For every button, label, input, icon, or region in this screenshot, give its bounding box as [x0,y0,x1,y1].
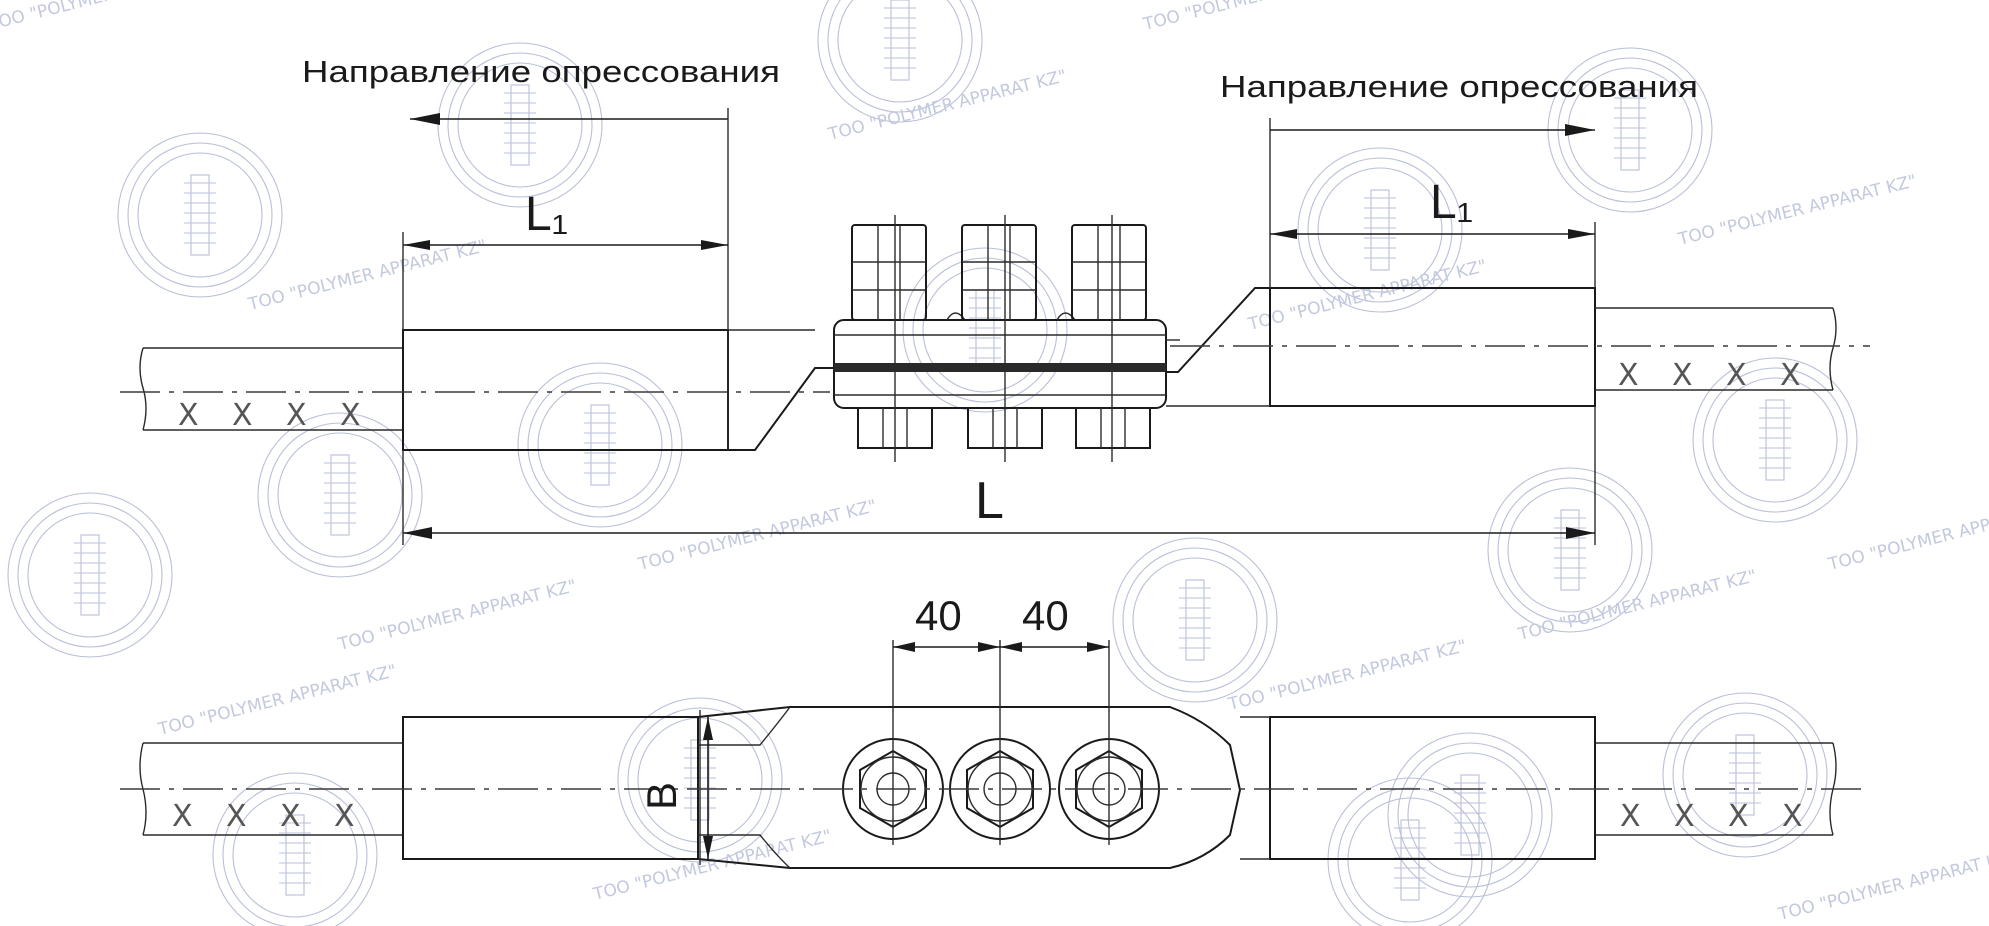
clamp-body-plan [697,706,1242,869]
insulator-seal-icon [1487,467,1653,633]
watermark-text: TOO "POLYMER APPARAT KZ" [1775,846,1989,925]
plan-right-sleeve [1269,716,1596,860]
spacing-label-1: 40 [915,592,962,639]
watermark-text: TOO "POLYMER APPARAT KZ" [1140,0,1383,35]
insulator-seal-icon [1692,357,1858,523]
wire-mark: X [1782,799,1803,834]
insulator-seal-icon [117,132,283,298]
direction-arrow-left-icon [410,113,440,125]
left-sleeve [402,329,835,451]
right-sleeve [1166,287,1596,407]
wire-mark: X [1618,358,1639,393]
insulator-seal-icon [1547,47,1713,213]
plan-view [120,640,1870,869]
wire-mark: X [1620,799,1641,834]
direction-arrow-right-icon [1565,124,1595,136]
insulator-seal-icon [7,492,173,658]
wire-mark: X [340,398,361,433]
insulator-seal-icon [212,772,378,926]
wire-mark: X [232,398,253,433]
watermark-text: TOO "POLYMER APPARAT KZ" [1825,496,1989,575]
direction-label-left: Направление опрессования [302,54,780,89]
dimensions-side [402,108,1596,545]
insulator-seal-icon [257,412,423,578]
spacing-label-2: 40 [1022,592,1069,639]
watermark-text: TOO "POLYMER APPARAT KZ" [245,236,488,315]
insulator-seal-icon [902,247,1068,413]
left-wire [139,347,403,431]
wire-mark: X [334,799,355,834]
wire-mark: X [1728,799,1749,834]
wire-mark: X [1672,358,1693,393]
wire-mark: X [226,799,247,834]
insulator-seal-icon [437,42,603,208]
wire-mark: X [1674,799,1695,834]
right-wire [1595,307,1837,391]
insulator-seal-icon [1112,537,1278,703]
wire-mark: X [178,398,199,433]
wire-cross-marks: X X X X X X X X X X X X X X X X [172,358,1803,834]
wire-mark: X [280,799,301,834]
bolt-axes-side [894,215,1113,462]
width-label: B [638,782,685,810]
insulator-seal-icon [1387,732,1553,898]
clamp-body-side [833,312,1167,409]
l1-label-right: L₁ [1430,176,1473,229]
watermark-text: TOO "POLYMER APPARAT KZ" [0,0,229,35]
watermark-text: TOO "POLYMER APPARAT KZ" [1675,171,1918,250]
insulator-seal-icon [1297,147,1463,313]
l-total-label: L [975,472,1004,530]
bolt-heads-side [851,224,1147,321]
l1-label-left: L₁ [525,188,568,241]
wire-mark: X [1726,358,1747,393]
plan-left-sleeve [402,716,699,860]
wire-mark: X [172,799,193,834]
watermark-text: TOO "POLYMER APPARAT KZ" [335,576,578,655]
watermark-text: TOO "POLYMER APPARAT KZ" [155,661,398,740]
wire-mark: X [286,398,307,433]
watermark-text: TOO "POLYMER APPARAT KZ" [635,496,878,575]
insulator-seal-icon [817,0,983,123]
bolt-nuts-side [857,407,1151,449]
insulator-seal-icon [517,362,683,528]
watermark-text: TOO "POLYMER APPARAT KZ" [825,66,1068,145]
watermark-text: TOO "POLYMER APPARAT KZ" [1515,566,1758,645]
direction-label-right: Направление опрессования [1220,69,1698,104]
labels: Направление опрессования Направление опр… [302,54,1698,810]
watermark-text: TOO "POLYMER APPARAT KZ" [1245,256,1488,335]
wire-mark: X [1780,358,1801,393]
